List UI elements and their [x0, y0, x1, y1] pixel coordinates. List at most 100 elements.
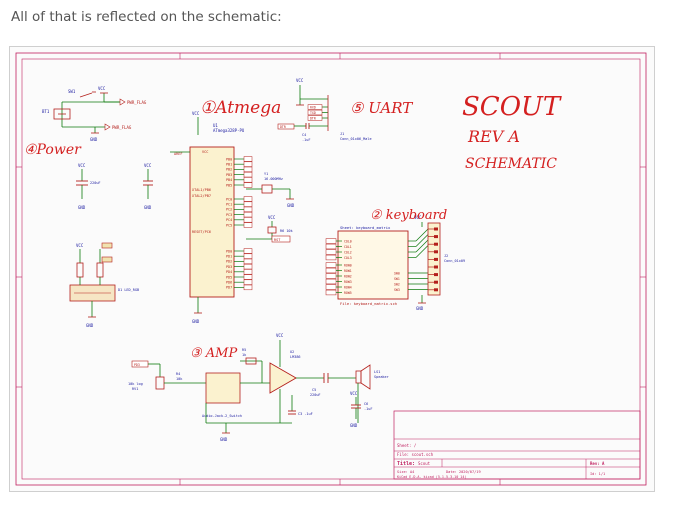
mcu-pin-pb1: PB1	[226, 163, 232, 167]
crystal-symbol	[261, 184, 273, 194]
mcu-pin-pb2: PB2	[226, 168, 232, 172]
svg-text:R5: R5	[242, 348, 246, 352]
mcu-pin-pd5: PD5	[226, 275, 232, 279]
vcc-label-led: VCC	[76, 243, 84, 248]
annotation-rev: REV A	[467, 127, 520, 146]
xtal2-pin: XTAL2/PB7	[192, 194, 211, 198]
mcu-pin-pd1: PD1	[226, 255, 232, 259]
intro-caption: All of that is reflected on the schemati…	[11, 9, 282, 25]
speaker-symbol	[355, 370, 362, 384]
mcu-pin-pc3: PC3	[226, 213, 232, 217]
title-label: Title:	[397, 461, 415, 467]
keyboard-sheet-name: Sheet: keyboard_matrix	[340, 225, 391, 230]
kb-input-col0: COL0	[344, 239, 352, 243]
title-file: File: scout.sch	[397, 452, 434, 457]
svg-text:.1uF: .1uF	[302, 138, 310, 142]
uart-net-dtr: DTR	[310, 116, 316, 120]
atmega-ic-body	[189, 146, 235, 298]
mcu-pin-pd7: PD7	[226, 286, 232, 290]
kb-input-col2: COL2	[344, 250, 352, 254]
vcc-label-mcu: VCC	[192, 111, 200, 116]
title-id: Id: 1/1	[590, 472, 605, 476]
svg-text:Y1: Y1	[264, 172, 268, 176]
vcc-label-c1: VCC	[78, 163, 86, 168]
sheet-inner-frame	[21, 58, 641, 480]
svg-text:BT1: BT1	[42, 109, 50, 114]
svg-text:C6: C6	[364, 402, 368, 406]
keyboard-section: Sheet: keyboard_matrix File: keyboard_ma…	[325, 215, 465, 311]
keyboard-sheet-file: File: keyboard_matrix.sch	[340, 301, 397, 306]
reset-resistor: R6 10k	[280, 229, 294, 233]
mcu-pin-pd2: PD2	[226, 260, 232, 264]
crystal-value: 16.000MHz	[264, 177, 283, 181]
annotation-amp: ③ AMP	[190, 346, 237, 361]
power-section: SW1 BT1 VCC PWR_FLAG PWR_FLAG GND VCC GN…	[42, 86, 153, 210]
uart-net-rxd: RXD	[310, 105, 316, 109]
reset-pin: RESET/PC6	[192, 230, 211, 234]
vcc-label-c6: VCC	[350, 391, 358, 396]
annotation-keyboard: ② keyboard	[370, 208, 447, 223]
title-size: Size: A4	[397, 470, 414, 474]
title-kicad: KiCad E.D.A. kicad (5.1.5-3-10_14)	[397, 475, 466, 479]
schematic-drawing: SW1 BT1 VCC PWR_FLAG PWR_FLAG GND VCC GN…	[15, 52, 647, 486]
u2-value: LM386	[290, 355, 301, 359]
keyboard-sheet-box	[337, 230, 409, 300]
u2-ref: U2	[290, 350, 294, 354]
svg-text:VCC: VCC	[202, 150, 208, 154]
pwr-flag-label-2: PWR_FLAG	[112, 125, 132, 130]
gnd-label-mcu: GND	[192, 319, 200, 324]
mcu-pin-labels: PB0PB1PB2PB3PB4PB5PC0PC1PC2PC3PC4PC5PD0P…	[226, 156, 253, 291]
svg-text:DTR: DTR	[280, 125, 286, 129]
uart-net-txd: TXD	[310, 111, 316, 115]
annotation-schematic: SCHEMATIC	[465, 156, 557, 172]
kb-switch-sw3: SW3	[394, 288, 400, 292]
gnd-label-power: GND	[90, 137, 98, 142]
kb-output-row0: ROW0	[344, 263, 352, 267]
gnd-label-c1: GND	[78, 205, 86, 210]
svg-text:R4: R4	[176, 372, 180, 376]
kb-switch-sw0: SW0	[394, 271, 400, 275]
gnd-label-led: GND	[86, 323, 94, 328]
gnd-label-kb: GND	[416, 306, 424, 311]
u1-ref: U1	[213, 123, 218, 128]
svg-text:10k log: 10k log	[128, 382, 143, 386]
mcu-pin-pb4: PB4	[226, 178, 232, 182]
annotation-uart: ⑤ UART	[350, 99, 413, 117]
audio-jack-value: Audio-Jack-2_Switch	[202, 414, 242, 418]
mcu-section: VCC U1 ATmega328P-PU VCC AREF XTAL1/PB6 …	[170, 111, 253, 324]
handwritten-annotations: ①Atmega ⑤ UART ④Power ② keyboard ③ AMP S…	[24, 92, 562, 361]
j2-value: Conn_01x09	[444, 259, 465, 263]
xtal1-pin: XTAL1/PB6	[192, 188, 211, 192]
svg-text:D1 LED_RGB: D1 LED_RGB	[118, 288, 139, 292]
title-rev: Rev: A	[590, 461, 605, 466]
crystal-section: Y1 16.000MHz GND	[246, 172, 295, 208]
kb-output-row5: ROW5	[344, 291, 352, 295]
r4-value: 10k	[176, 377, 183, 381]
audio-jack-symbol	[205, 372, 241, 404]
mcu-pin-pc5: PC5	[226, 223, 232, 227]
svg-text:PD3: PD3	[134, 363, 140, 367]
annotation-atmega: ①Atmega	[200, 98, 281, 118]
kb-input-col3: COL3	[344, 256, 352, 260]
vcc-label-kb: VCC	[414, 215, 422, 220]
led-section: VCC D1 LED_RGB GND	[69, 242, 139, 328]
reset-section: VCC R6 10k RST	[246, 215, 294, 243]
svg-text:.1uF: .1uF	[364, 407, 372, 411]
kb-output-row2: ROW2	[344, 274, 352, 278]
svg-text:SW1: SW1	[68, 89, 76, 94]
kb-output-row1: ROW1	[344, 269, 352, 273]
power-switch-symbol	[79, 92, 93, 98]
mcu-pin-pc1: PC1	[226, 203, 232, 207]
title-sheet: Sheet: /	[397, 443, 417, 448]
kb-switch-sw2: SW2	[394, 282, 400, 286]
mcu-pin-pb5: PB5	[226, 183, 232, 187]
svg-text:220uF: 220uF	[310, 393, 321, 397]
title-block: Sheet: / File: scout.sch Title: Scout Si…	[393, 410, 641, 480]
gnd-label-c6: GND	[350, 423, 358, 428]
mcu-pin-pd0: PD0	[226, 249, 232, 253]
aref-pin: AREF	[174, 152, 182, 156]
title-date: Date: 2020/07/19	[446, 470, 481, 474]
uart-connector-value: Conn_01x06_Male	[340, 137, 372, 141]
vcc-label-c2: VCC	[144, 163, 152, 168]
